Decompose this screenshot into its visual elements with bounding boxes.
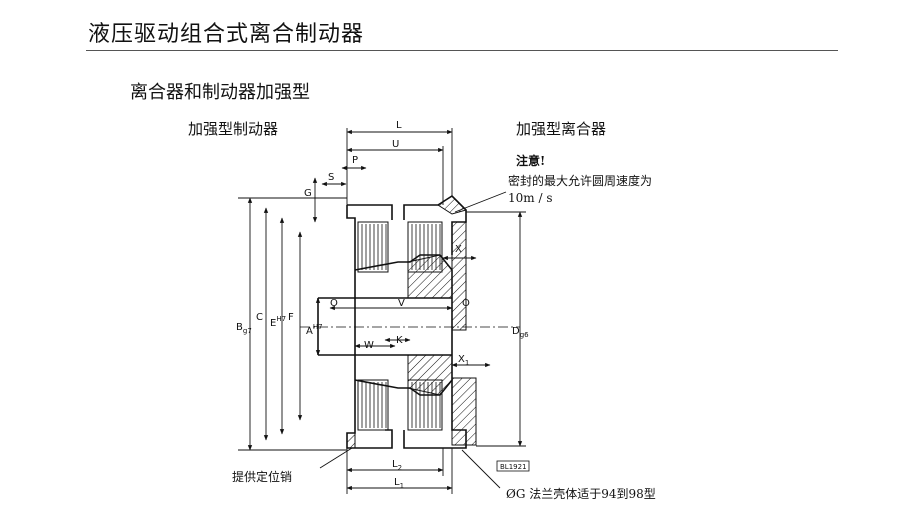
locating-pin-label: 提供定位销: [232, 470, 293, 484]
clutch-label: 加强型离合器: [516, 120, 607, 138]
dim-K: K: [396, 335, 403, 346]
flange-note: ØG 法兰壳体适于94到98型: [506, 487, 656, 501]
dimension-labels: L U P S G Bg7 C EH7 F AH7 O V O W K X X1…: [236, 120, 530, 490]
dim-X1: X1: [458, 354, 469, 367]
dim-O-right: O: [462, 298, 470, 309]
dim-L1: L1: [394, 477, 404, 490]
dim-P: P: [352, 155, 358, 166]
dim-L2: L2: [392, 459, 402, 472]
housing-outline: [317, 194, 467, 449]
dim-B: Bg7: [236, 322, 252, 335]
dim-V: V: [398, 298, 405, 309]
dimension-lines: [238, 128, 526, 494]
friction-disks: [357, 221, 443, 431]
dim-U: U: [392, 139, 399, 150]
brake-label: 加强型制动器: [188, 120, 279, 138]
page-title: 液压驱动组合式离合制动器: [88, 22, 365, 47]
dim-E: EH7: [270, 315, 286, 329]
dim-A: AH7: [306, 323, 323, 337]
dim-X: X: [455, 244, 462, 255]
dim-L: L: [396, 120, 402, 131]
hatched-sections: [346, 195, 477, 449]
drawing-code-box: [496, 460, 530, 472]
dim-D: Dg6: [512, 326, 529, 339]
dim-O-left: O: [330, 298, 338, 309]
dim-F: F: [288, 312, 294, 323]
dim-S: S: [328, 172, 334, 183]
section-title: 离合器和制动器加强型: [130, 82, 310, 103]
drawing-code: BL1921: [500, 463, 527, 471]
dim-G: G: [304, 188, 312, 199]
note-speed: 10m / s: [508, 191, 553, 205]
note-text: 密封的最大允许圆周速度为: [508, 174, 653, 188]
title-divider: [86, 50, 838, 51]
dim-C: C: [256, 312, 263, 323]
note-title: 注意!: [516, 154, 546, 168]
dim-W: W: [364, 340, 374, 351]
